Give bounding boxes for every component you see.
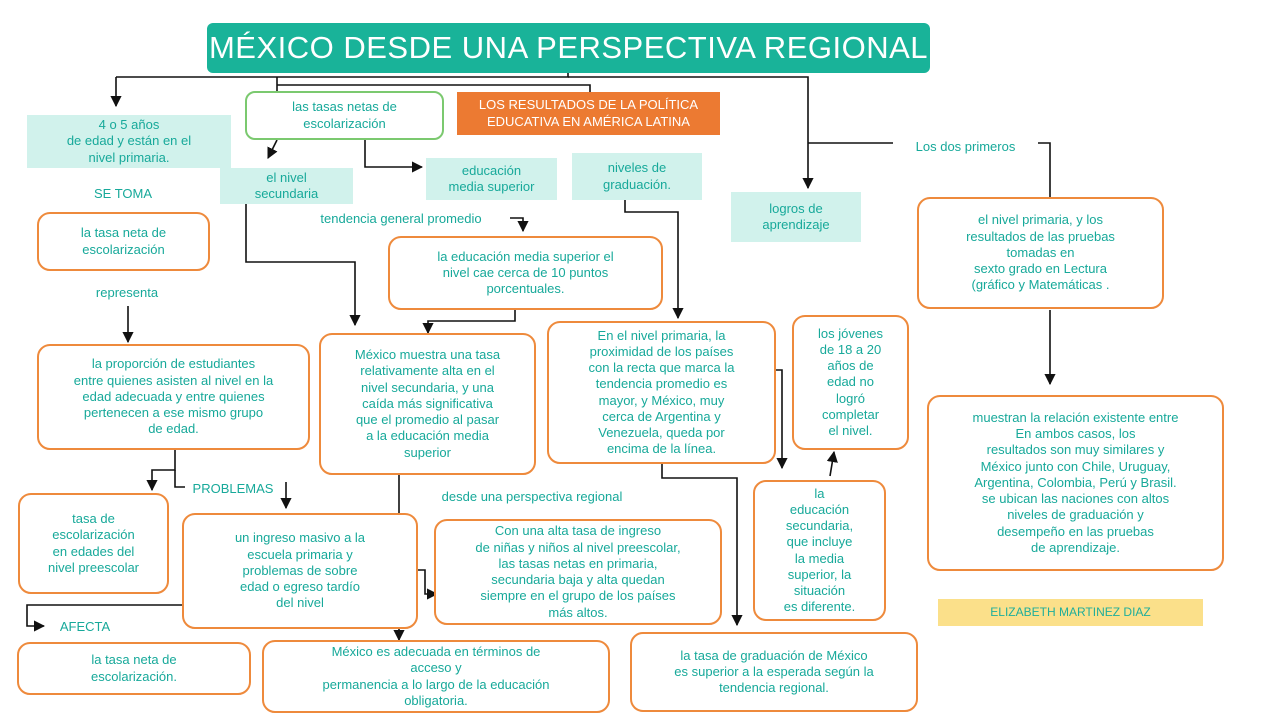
connector-proporcion-down [146, 450, 176, 492]
node-muestran-relacion: muestran la relación existente entre En … [927, 395, 1224, 571]
connector-tendencia [510, 217, 529, 233]
label-representa: representa [95, 284, 159, 300]
connector-niveles-down [624, 200, 684, 320]
node-ingreso-masivo: un ingreso masivo a la escuela primaria … [182, 513, 418, 629]
connector-title-right [568, 76, 814, 190]
connector-secundaria-down [245, 204, 361, 327]
node-proporcion-estudiantes: la proporción de estudiantes entre quien… [37, 344, 310, 450]
node-tasa-graduacion: la tasa de graduación de México es super… [630, 632, 918, 712]
node-tasa-neta-1: la tasa neta de escolarización [37, 212, 210, 271]
node-nivel-primaria-resultados: el nivel primaria, y los resultados de l… [917, 197, 1164, 309]
node-mexico-tasa-alta: México muestra una tasa relativamente al… [319, 333, 536, 475]
connector-problemas-branch [174, 470, 185, 488]
node-mexico-adecuada: México es adecuada en términos de acceso… [262, 640, 610, 713]
connector-media-cae-down [422, 310, 516, 335]
node-tasa-neta-2: la tasa neta de escolarización. [17, 642, 251, 695]
node-nivel-secundaria: el nivel secundaria [220, 168, 353, 204]
label-problemas: PROBLEMAS [192, 480, 274, 496]
author-label: ELIZABETH MARTINEZ DIAZ [938, 599, 1203, 626]
node-jovenes: los jóvenes de 18 a 20 años de edad no l… [792, 315, 909, 450]
node-nivel-primaria-proximidad: En el nivel primaria, la proximidad de l… [547, 321, 776, 464]
node-educacion-media-superior: educación media superior [426, 158, 557, 200]
node-resultados-politica: LOS RESULTADOS DE LA POLÍTICA EDUCATIVA … [457, 92, 720, 135]
label-tendencia-general: tendencia general promedio [320, 210, 482, 226]
label-se-toma: SE TOMA [93, 185, 153, 201]
connector-ingreso-right [418, 569, 439, 600]
label-perspectiva-regional: desde una perspectiva regional [441, 488, 623, 504]
connector-dos-primeros-down [1038, 142, 1051, 197]
label-dos-primeros: Los dos primeros [915, 138, 1016, 154]
connector-tasas-media [364, 140, 424, 173]
node-educacion-secundaria: la educación secundaria, que incluye la … [753, 480, 886, 621]
node-tasa-preescolar: tasa de escolarización en edades del niv… [18, 493, 169, 594]
connector-tasas-secundaria [267, 139, 278, 160]
connector-secundaria-to-jovenes [826, 450, 838, 477]
node-edad-4-5: 4 o 5 años de edad y están en el nivel p… [27, 115, 231, 168]
diagram-title: MÉXICO DESDE UNA PERSPECTIVA REGIONAL [207, 23, 930, 73]
node-tasas-netas: las tasas netas de escolarización [245, 91, 444, 140]
node-niveles-graduacion: niveles de graduación. [572, 153, 702, 200]
label-afecta: AFECTA [59, 618, 111, 634]
connector-primaria-bottom [661, 463, 743, 627]
connector-primaria-right [776, 369, 788, 470]
connector-afecta [26, 604, 182, 632]
node-logros-aprendizaje: logros de aprendizaje [731, 192, 861, 242]
node-alta-tasa-ingreso: Con una alta tasa de ingreso de niñas y … [434, 519, 722, 625]
connector-title-bar2 [277, 84, 591, 92]
node-media-superior-cae: la educación media superior el nivel cae… [388, 236, 663, 310]
